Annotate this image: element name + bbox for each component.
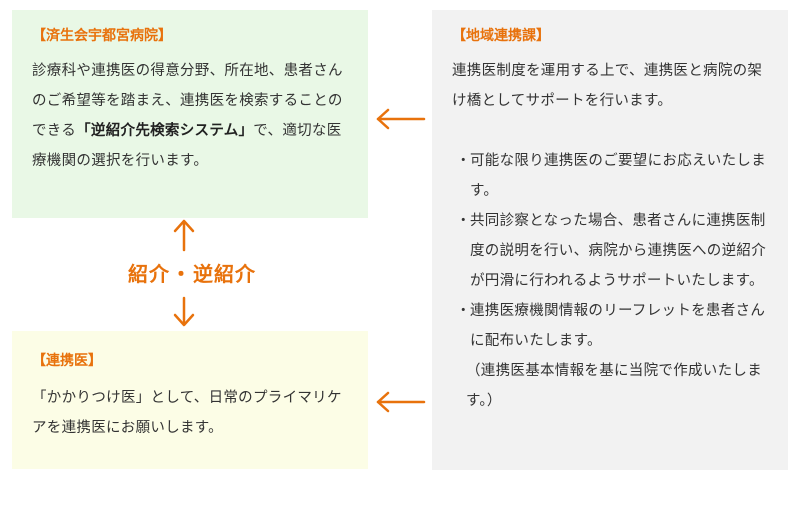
leaflet-note: （連携医基本情報を基に当院で作成いたします。） [466,363,762,409]
list-item-text: 可能な限り連携医のご要望にお応えいたします。 [470,153,766,199]
hospital-description: 診療科や連携医の得意分野、所在地、患者さんのご希望等を踏まえ、連携医を検索するこ… [32,56,350,176]
list-item-text: 共同診察となった場合、患者さんに連携医制度の説明を行い、病院から連携医への逆紹介… [470,213,766,289]
search-system-name: 「逆紹介先検索システム」 [76,123,254,139]
bullet-mark: ・ [456,213,471,229]
referral-label: 紹介 [128,262,170,286]
reverse-referral-label: 逆紹介 [193,262,256,286]
hospital-box: 【済生会宇都宮病院】 診療科や連携医の得意分野、所在地、患者さんのご希望等を踏ま… [12,10,368,218]
hospital-text-after: で、適切な医療機関の選択を行います。 [32,123,342,169]
list-item-text: 連携医療機関情報のリーフレットを患者さんに配布いたします。 [470,303,766,349]
list-item: ・ 可能な限り連携医のご要望にお応えいたします。 [452,146,772,206]
list-item: ・ 連携医療機関情報のリーフレットを患者さんに配布いたします。 [452,296,772,356]
relation-separator: ・ [171,262,192,286]
spacer [452,116,772,146]
vertical-double-arrow [173,219,195,327]
left-arrow-to-hospital [376,108,426,130]
hospital-text-before: 診療科や連携医の得意分野、所在地、患者さんのご希望等を踏まえ、連携医を検索するこ… [32,63,343,139]
left-arrow-to-partner [376,391,426,413]
bullet-mark: ・ [456,303,471,319]
liaison-intro: 連携医制度を運用する上で、連携医と病院の架け橋としてサポートを行います。 [452,63,763,109]
list-item: ・ 共同診察となった場合、患者さんに連携医制度の説明を行い、病院から連携医への逆… [452,206,772,296]
partner-description: 「かかりつけ医」として、日常のプライマリケアを連携医にお願いします。 [32,390,342,436]
liaison-title: 【地域連携課】 [452,28,550,44]
relation-label: 紹介・逆紹介 [128,258,256,287]
liaison-box: 【地域連携課】 連携医制度を運用する上で、連携医と病院の架け橋としてサポートを行… [432,10,788,470]
bullet-mark: ・ [456,153,471,169]
partner-title: 【連携医】 [32,353,102,369]
hospital-title: 【済生会宇都宮病院】 [32,28,172,44]
partner-box: 【連携医】 「かかりつけ医」として、日常のプライマリケアを連携医にお願いします。 [12,331,368,469]
